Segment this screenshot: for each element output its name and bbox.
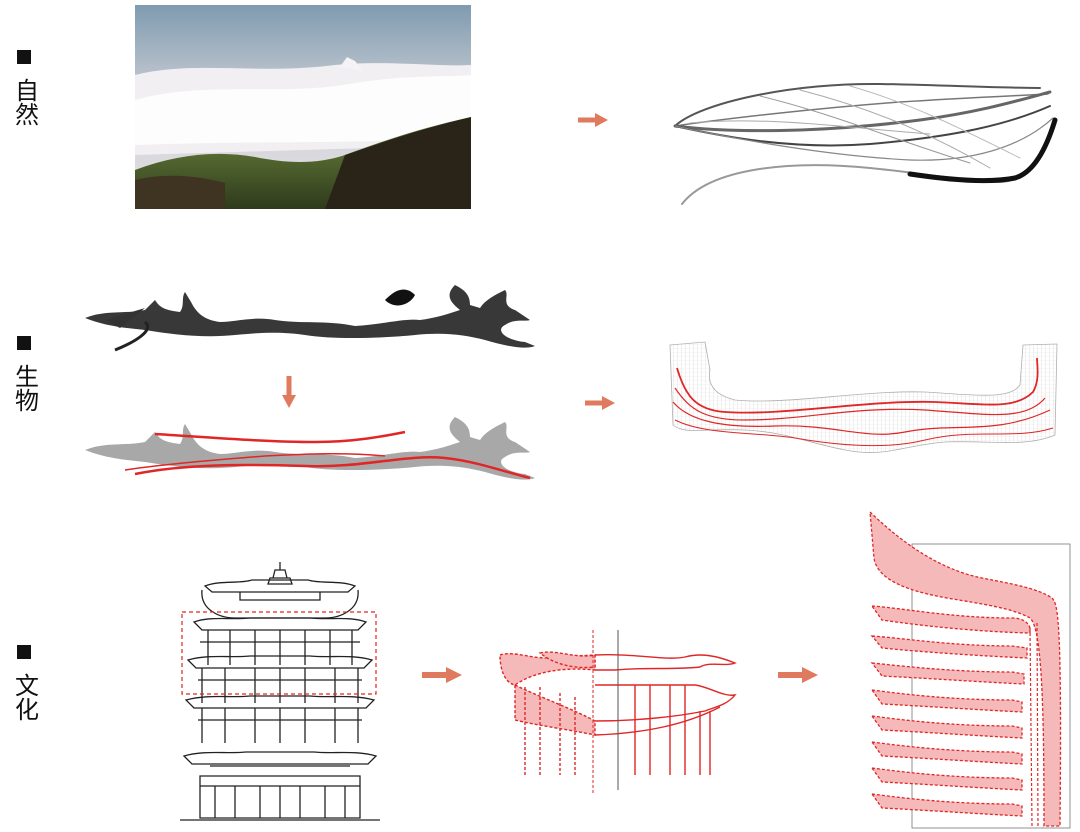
right-arrow-icon: [585, 396, 615, 410]
cranes-ink-drawing: [85, 280, 535, 360]
row-label-biology: 生物: [10, 336, 39, 412]
row-label-text: 自然: [10, 78, 39, 126]
down-arrow-icon: [282, 376, 296, 408]
right-arrow-icon: [578, 113, 608, 127]
cranes-traced-drawing: [85, 412, 535, 487]
cloud-sea-photo: [135, 5, 471, 209]
row-label-culture: 文化: [10, 645, 39, 721]
square-bullet-icon: [17, 50, 31, 64]
right-arrow-icon: [422, 667, 462, 683]
row-label-text: 文化: [10, 673, 39, 721]
square-bullet-icon: [17, 645, 31, 659]
pagoda-tower-drawing: [180, 560, 380, 822]
flowing-lines-drawing: [670, 78, 1060, 208]
row-label-nature: 自然: [10, 50, 39, 126]
eave-detail-drawing: [495, 625, 740, 795]
right-arrow-icon: [778, 667, 818, 683]
stacked-eaves-facade-drawing: [862, 508, 1077, 830]
row-label-text: 生物: [10, 364, 39, 412]
square-bullet-icon: [17, 336, 31, 350]
ribbon-form-drawing: [665, 340, 1065, 460]
